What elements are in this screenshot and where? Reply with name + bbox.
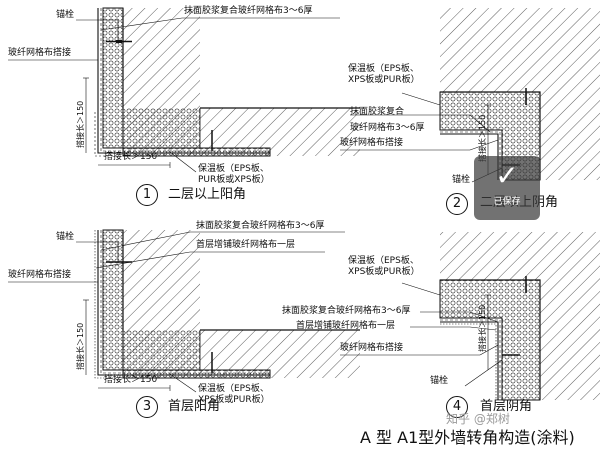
label-insulation-board: 保温板（EPS板、 PUR板或XPS板）	[198, 164, 270, 185]
panel-caption: 二层以上阳角	[168, 187, 247, 202]
save-toast-label: 已保存	[493, 197, 521, 207]
label-mesh-lap: 玻纤网格布搭接	[8, 270, 72, 280]
extra-mesh-layer	[440, 323, 497, 400]
panel-number-badge: 4	[446, 396, 468, 418]
wall-hatch	[440, 232, 600, 400]
save-toast: ✓ 已保存	[474, 156, 540, 220]
label-insulation-board: 保温板（EPS板、 XPS板或PUR板）	[348, 256, 420, 277]
dim-lap-horizontal: 搭接长＞150	[104, 375, 158, 385]
dim-lap-vertical: 搭接长＞150	[76, 322, 85, 370]
panel-caption: 首层阳角	[168, 399, 221, 414]
label-finish-layer: 抹面胶浆复合 玻纤网格布3～6厚	[350, 107, 425, 133]
label-anchor: 锚栓	[452, 175, 471, 185]
label-extra-mesh: 首层增铺玻纤网格布一层	[296, 321, 396, 331]
render-layer	[97, 8, 270, 154]
render-layer	[97, 230, 270, 376]
label-mesh-lap: 玻纤网格布搭接	[340, 138, 404, 148]
panel-number-badge: 2	[446, 193, 468, 215]
panel-1-drawing	[8, 7, 360, 173]
mesh-layer	[440, 319, 501, 400]
label-mesh-lap: 玻纤网格布搭接	[340, 343, 404, 353]
label-anchor: 锚栓	[430, 376, 449, 386]
dim-lap-vertical: 搭接长＞150	[76, 100, 85, 148]
panel-caption: 首层阴角	[480, 399, 533, 414]
figure-title: A 型 A1型外墙转角构造(涂料)	[360, 428, 575, 447]
extra-mesh-layer	[94, 230, 270, 379]
watermark: 知乎 @郑树	[446, 412, 510, 426]
dim-lap-vertical: 搭接长＞150	[478, 304, 487, 352]
label-anchor: 锚栓	[56, 232, 75, 242]
label-anchor: 锚栓	[56, 10, 75, 20]
dim-lap-vertical: 搭接长＞150	[478, 114, 487, 162]
label-finish-layer: 抹面胶浆复合玻纤网格布3～6厚	[184, 6, 313, 16]
label-finish-layer: 抹面胶浆复合玻纤网格布3～6厚	[282, 306, 411, 316]
render-layer	[440, 321, 499, 400]
panel-2-drawing	[340, 8, 600, 183]
panel-4-drawing	[340, 232, 600, 401]
label-extra-mesh: 首层增铺玻纤网格布一层	[196, 240, 296, 250]
panel-3-drawing	[8, 229, 360, 393]
check-icon: ✓	[495, 159, 519, 192]
mesh-layer	[100, 8, 270, 152]
panel-number-badge: 1	[136, 184, 158, 206]
label-finish-layer: 抹面胶浆复合玻纤网格布3～6厚	[196, 221, 325, 231]
panel-number-badge: 3	[136, 396, 158, 418]
wall-hatch	[440, 8, 600, 180]
label-insulation-board: 保温板（EPS板、 XPS板或PUR板）	[198, 384, 270, 405]
dim-lap-horizontal: 搭接长＞150	[104, 152, 158, 162]
mesh-layer	[100, 230, 270, 374]
label-insulation-board: 保温板（EPS板、 XPS板或PUR板）	[348, 64, 420, 85]
label-mesh-lap: 玻纤网格布搭接	[8, 48, 72, 58]
